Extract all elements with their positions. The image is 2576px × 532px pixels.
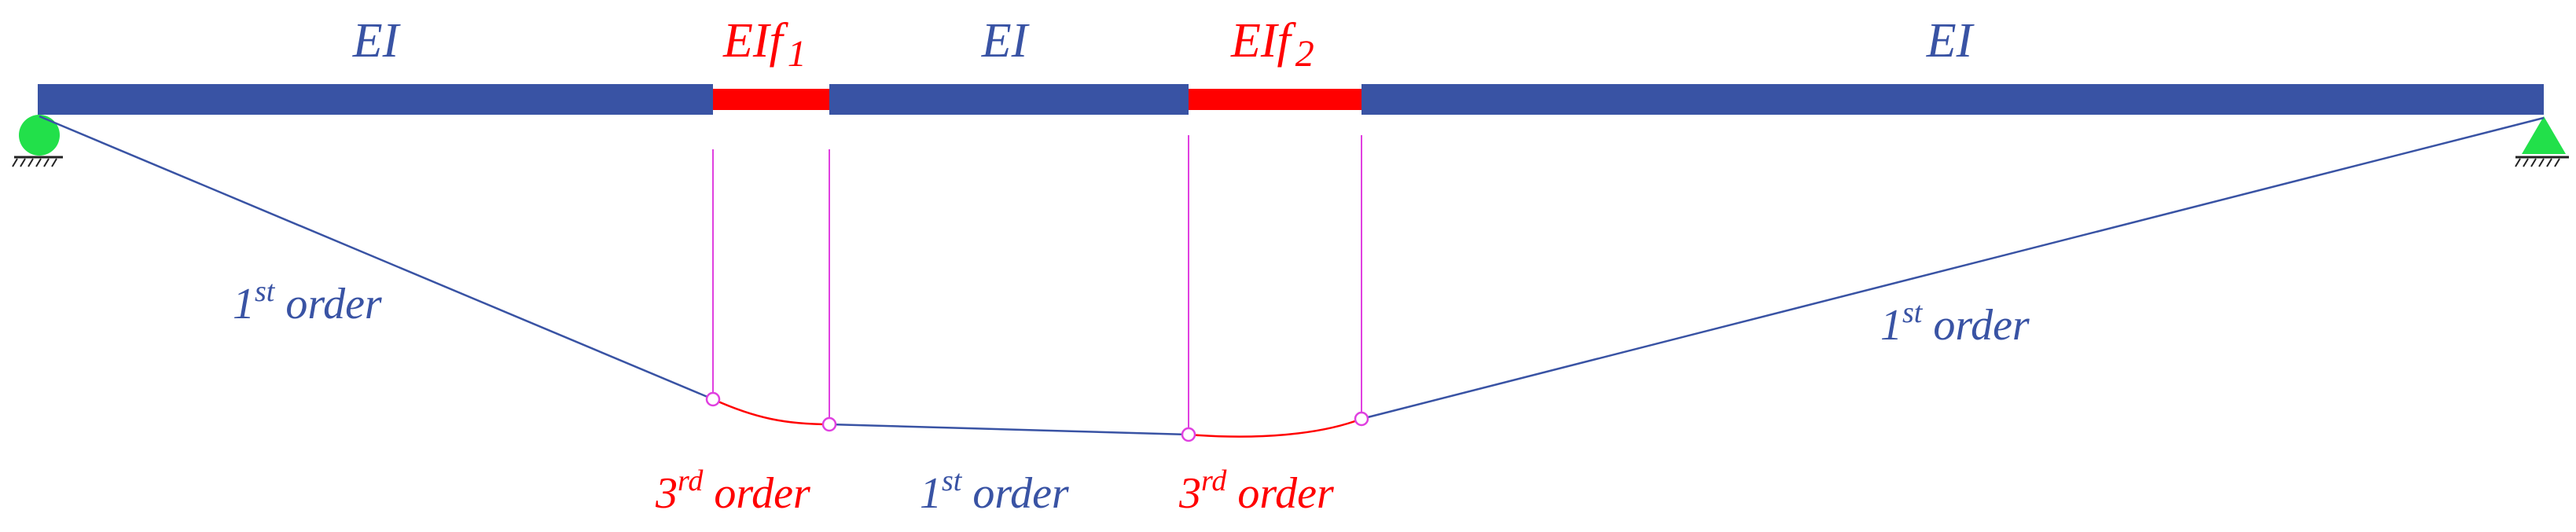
node-marker <box>705 391 721 407</box>
pin-support-icon <box>12 115 63 167</box>
label-first-order-middle: 1st order <box>920 464 1069 518</box>
beam-segment-eif2 <box>1189 89 1361 110</box>
label-ei-middle: EI <box>981 14 1031 68</box>
first-order-curve-right <box>1361 116 2545 420</box>
beam-segment-ei-middle <box>829 84 1189 115</box>
node-marker <box>821 416 837 432</box>
label-ei-left: EI <box>352 14 402 68</box>
label-third-order-right: 3rd order <box>1178 464 1334 518</box>
label-third-order-left: 3rd order <box>655 464 810 518</box>
beam-segment-ei-left <box>38 84 713 115</box>
beam-segment-eif1 <box>713 89 829 110</box>
beam-segment-ei-right <box>1361 84 2544 115</box>
node-markers <box>705 391 1369 442</box>
label-ei-right: EI <box>1926 14 1975 68</box>
third-order-curve-left <box>712 398 830 426</box>
projection-lines <box>712 135 1362 435</box>
first-order-curve-left <box>39 115 714 401</box>
third-order-curve-right <box>1188 417 1362 438</box>
first-order-curve-middle <box>829 423 1189 436</box>
beam <box>38 84 2544 115</box>
node-marker <box>1181 427 1196 442</box>
curve-labels: 1st order 1st order 3rd order 1st order … <box>233 275 2030 518</box>
label-first-order-right: 1st order <box>1880 296 2030 350</box>
node-marker <box>1354 411 1369 427</box>
label-first-order-left: 1st order <box>233 275 382 328</box>
roller-support-icon <box>2515 116 2569 167</box>
deflection-curves <box>39 115 2545 438</box>
